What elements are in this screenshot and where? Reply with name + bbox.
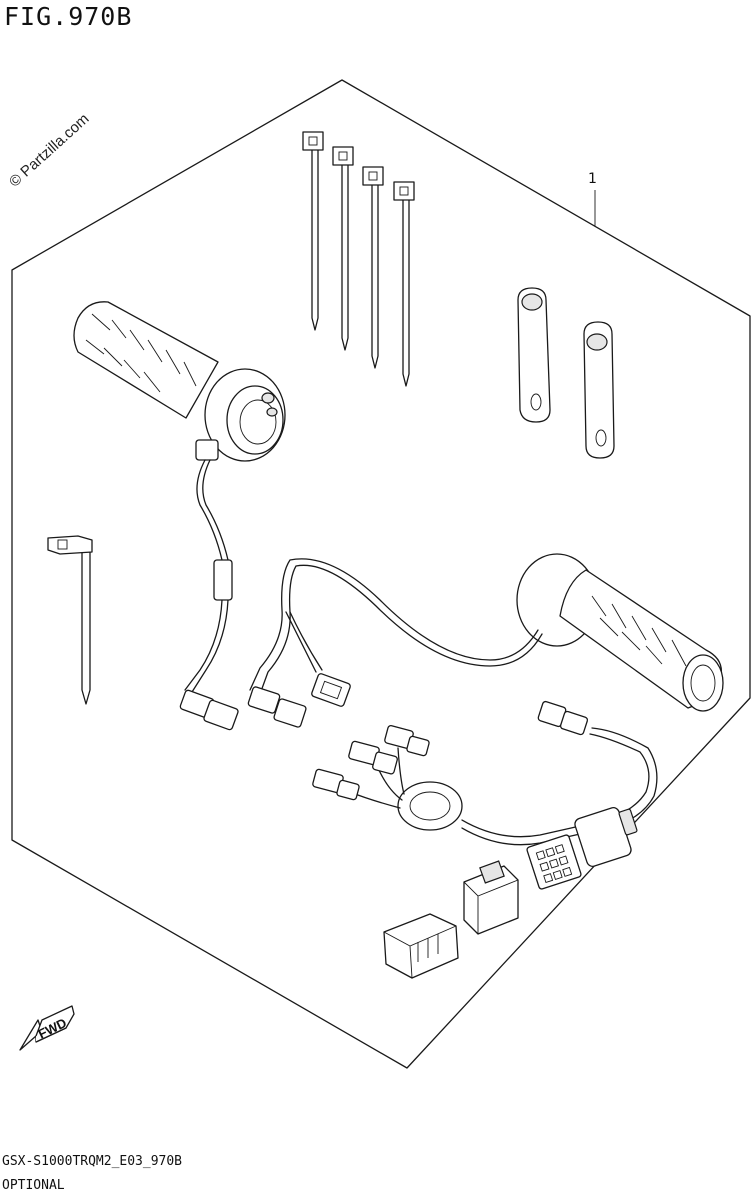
connector-housing-2 xyxy=(383,913,459,979)
mounting-bracket-2 xyxy=(583,321,615,459)
cable-tie-1 xyxy=(302,131,324,331)
harness-connector-1 xyxy=(348,740,398,775)
harness-connector-3 xyxy=(312,768,360,801)
fwd-label: FWD xyxy=(36,1015,69,1041)
cable-tie-3 xyxy=(362,166,384,369)
cable-tie-2 xyxy=(332,146,354,351)
right-harness-connector-a xyxy=(247,686,307,728)
kit-frame xyxy=(11,79,751,1069)
callout-number: 1 xyxy=(588,171,597,187)
figure-note: OPTIONAL xyxy=(2,1178,65,1193)
right-harness-connector-b xyxy=(311,673,351,707)
fwd-arrow-icon: FWD xyxy=(19,1005,75,1051)
figure-title: FIG.970B xyxy=(4,2,133,31)
harness-connector-4 xyxy=(537,700,589,736)
right-heated-grip xyxy=(516,553,724,712)
mounting-bracket-1 xyxy=(517,287,551,423)
right-grip-harness xyxy=(247,558,543,728)
left-heated-grip xyxy=(73,301,286,462)
harness-multi-pin-connector xyxy=(526,807,638,890)
left-harness-connector xyxy=(179,689,239,731)
figure-code: GSX-S1000TRQM2_E03_970B xyxy=(2,1154,183,1169)
main-wiring-harness xyxy=(312,700,658,890)
left-grip-harness xyxy=(179,459,239,731)
cable-tie-5 xyxy=(47,535,93,705)
harness-connector-2 xyxy=(384,724,430,757)
connector-housing-1 xyxy=(463,860,519,935)
cable-tie-4 xyxy=(393,181,415,387)
